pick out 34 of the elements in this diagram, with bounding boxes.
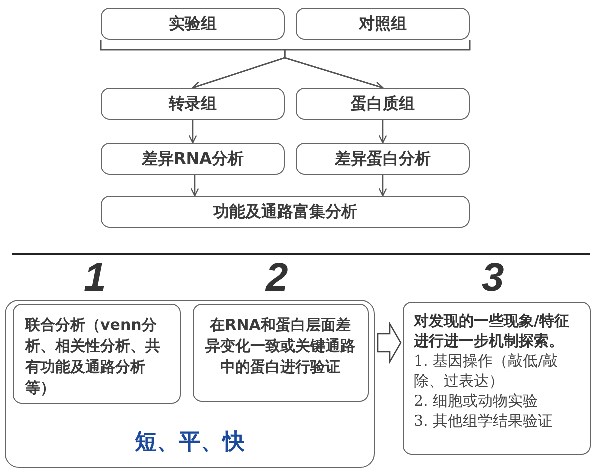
box-text: 转录组 — [169, 94, 217, 114]
list-item: 1. 基因操作（敲低/敲除、过表达） — [414, 351, 560, 391]
box-text: 蛋白质组 — [351, 94, 415, 114]
arrow — [188, 120, 198, 144]
text-box — [192, 304, 368, 402]
hollow-arrow — [377, 322, 402, 364]
group-panel — [5, 300, 375, 468]
box-heading: 对发现的一些现象/特征进行进一步机制探索。 — [414, 311, 570, 351]
process-box — [296, 88, 470, 120]
text-box — [12, 304, 180, 404]
process-box — [101, 8, 285, 40]
arrow — [190, 175, 200, 197]
process-box — [296, 8, 470, 40]
arrow — [378, 120, 388, 144]
process-box — [101, 196, 470, 228]
box-text: 差异RNA分析 — [142, 148, 244, 170]
box-text: 功能及通路富集分析 — [214, 202, 358, 222]
step-number: 3 — [482, 256, 504, 301]
step-number: 1 — [84, 256, 106, 301]
box-text: 实验组 — [169, 14, 217, 34]
process-box — [101, 88, 285, 120]
summary-text: 短、平、快 — [134, 429, 246, 457]
box-text: 差异蛋白分析 — [335, 148, 431, 170]
list-item: 3. 其他组学结果验证 — [414, 411, 554, 431]
list-item: 2. 细胞或动物实验 — [414, 391, 540, 411]
arrow — [378, 175, 388, 197]
text-box — [403, 302, 591, 455]
process-box — [101, 143, 285, 175]
box-text: 在RNA和蛋白层面差异变化一致或关键通路中的蛋白进行验证 — [206, 314, 356, 378]
box-text: 对照组 — [359, 14, 407, 34]
box-text: 联合分析（venn分析、相关性分析、共有功能及通路分析等） — [26, 314, 162, 398]
step-number: 2 — [266, 256, 288, 301]
process-box — [296, 143, 470, 175]
arrow — [284, 40, 471, 90]
